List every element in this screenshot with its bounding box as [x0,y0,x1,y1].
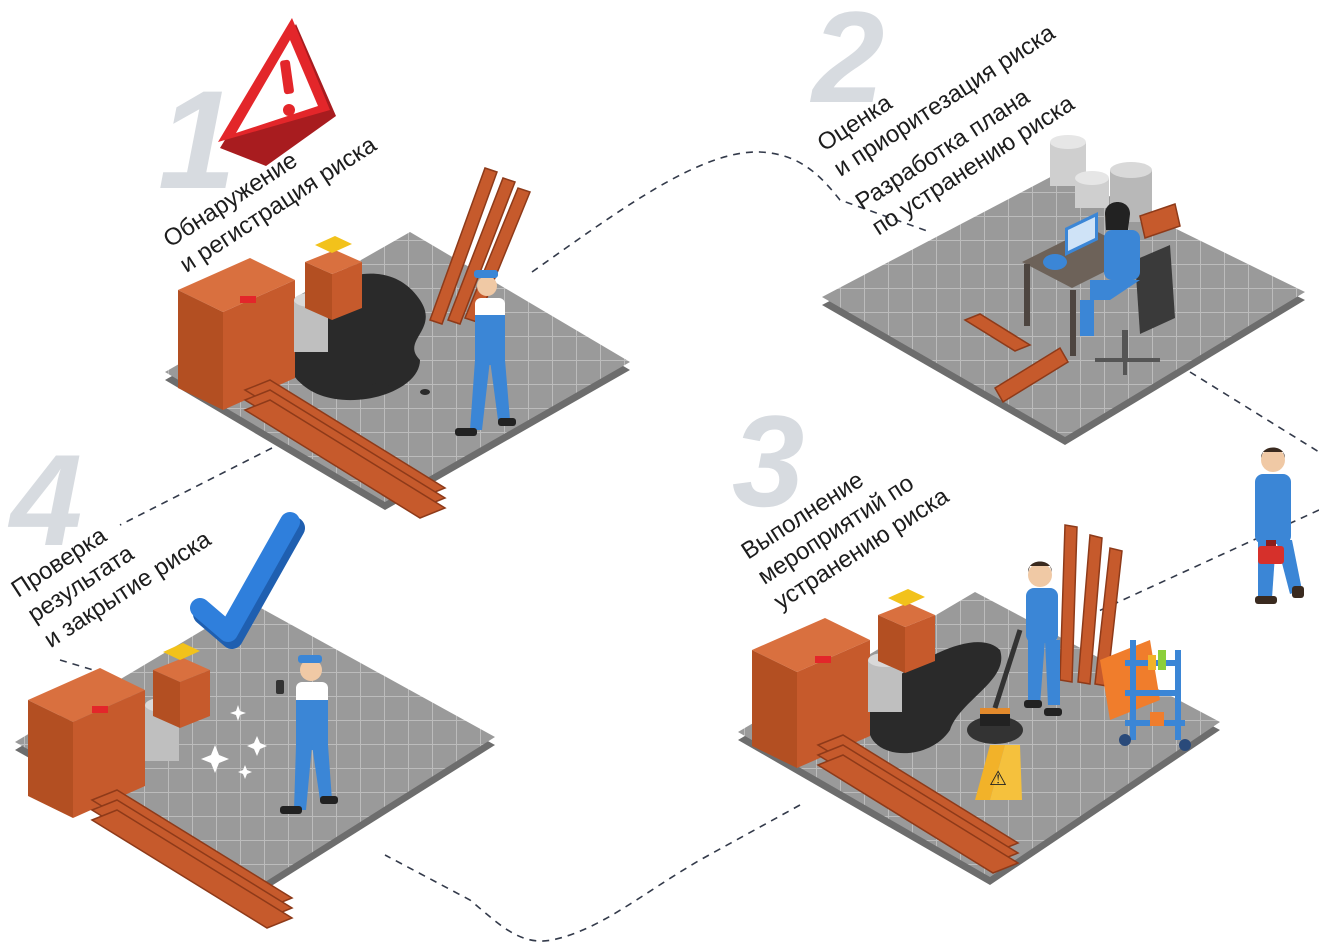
storage-box [305,236,362,320]
helmet [1043,254,1067,270]
worker-walking [1255,448,1304,605]
scene-step-4 [15,602,495,928]
storage-box [878,589,935,673]
svg-text:⚠: ⚠ [989,766,1007,790]
